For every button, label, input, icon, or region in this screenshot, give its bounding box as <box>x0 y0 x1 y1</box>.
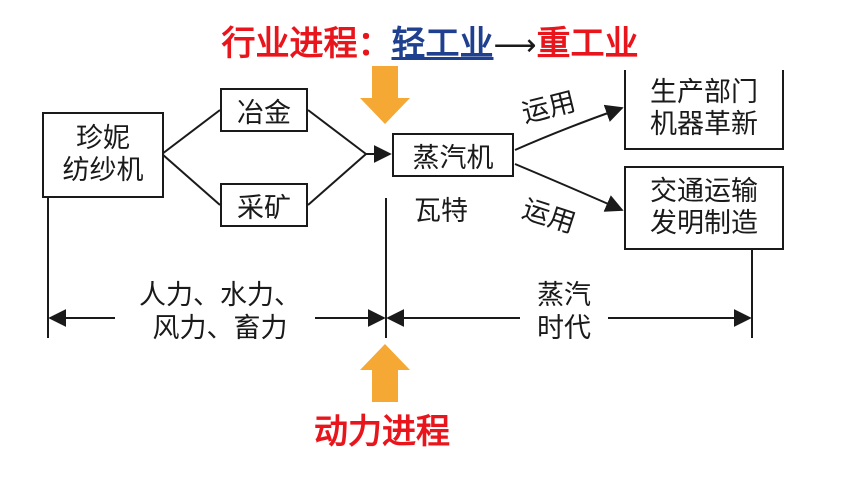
edge-smelting-join <box>307 109 367 155</box>
label-watt: 瓦特 <box>414 196 468 227</box>
title-prefix: 行业进程： <box>221 24 392 64</box>
node-production: 生产部门 机器革新 <box>624 70 784 150</box>
era-left-line2: 风力、畜力 <box>152 312 288 344</box>
era-left-line1: 人力、水力、 <box>139 280 301 311</box>
node-smelting: 冶金 <box>220 88 308 132</box>
node-production-line1: 生产部门 <box>650 77 758 109</box>
industry-progress-title: 行业进程：轻工业⟶重工业 <box>0 16 860 65</box>
edge-steam-transport <box>514 163 624 212</box>
node-mining-label: 采矿 <box>237 192 291 224</box>
edge-mining-join <box>307 153 367 206</box>
node-production-line2: 机器革新 <box>650 109 758 140</box>
node-smelting-label: 冶金 <box>237 97 291 129</box>
node-steam-engine-label: 蒸汽机 <box>412 142 494 174</box>
era-right-line1: 蒸汽 <box>537 280 591 311</box>
era-label-manual-power: 人力、水力、 风力、畜力 <box>120 280 320 346</box>
node-transport-line2: 发明制造 <box>650 208 758 239</box>
orange-down-arrow <box>360 66 410 124</box>
node-spinning-jenny-line2: 纺纱机 <box>62 155 144 186</box>
edge-jenny-mining <box>161 153 221 206</box>
node-transport-line1: 交通运输 <box>650 176 758 208</box>
node-spinning-jenny: 珍妮 纺纱机 <box>42 112 164 198</box>
orange-up-arrow <box>360 344 410 402</box>
title-arrow: ⟶ <box>493 28 537 63</box>
power-progress-title: 动力进程 <box>314 412 450 452</box>
node-spinning-jenny-line1: 珍妮 <box>76 123 130 155</box>
era-right-line2: 时代 <box>537 312 591 344</box>
era-label-steam-age: 蒸汽 时代 <box>524 280 604 346</box>
title-light-industry: 轻工业 <box>391 24 494 64</box>
title-heavy-industry: 重工业 <box>536 24 639 64</box>
node-steam-engine: 蒸汽机 <box>392 133 514 177</box>
node-transport: 交通运输 发明制造 <box>624 166 784 250</box>
edge-jenny-smelting <box>161 109 221 155</box>
edge-steam-production <box>514 104 624 151</box>
node-mining: 采矿 <box>220 183 308 227</box>
